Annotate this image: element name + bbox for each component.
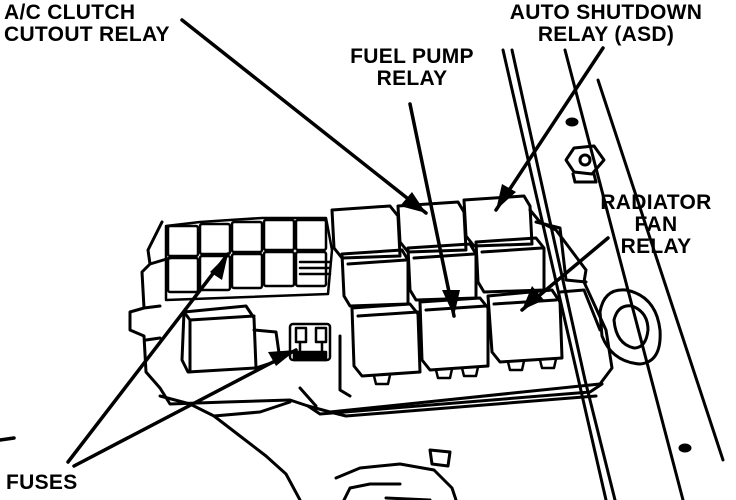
fuse — [230, 252, 264, 290]
callout-fuses: FUSES — [6, 472, 78, 494]
ac-clutch-leader — [180, 18, 428, 215]
callout-line: RADIATOR — [600, 191, 712, 214]
asd-leader — [494, 46, 605, 212]
callout-line: FAN — [634, 213, 678, 236]
fuse — [198, 254, 232, 292]
relay — [350, 302, 422, 378]
panel-hole — [565, 117, 579, 127]
arrowhead — [442, 290, 460, 316]
fuses-leader-2 — [72, 348, 298, 468]
arrowhead — [400, 192, 426, 213]
callout-line: AUTO SHUTDOWN — [509, 1, 703, 24]
callout-line: RELAY — [376, 67, 448, 90]
callout-line: FUSES — [6, 471, 78, 494]
relay-grid — [330, 194, 602, 386]
fuse — [198, 222, 232, 256]
arrowhead — [522, 286, 544, 310]
fuses-leader-1 — [66, 252, 230, 464]
callout-line: CUTOUT RELAY — [4, 23, 170, 46]
callout-auto-shutdown-relay: AUTO SHUTDOWN RELAY (ASD) — [498, 2, 714, 46]
arrowhead — [268, 350, 296, 366]
fuse-connector — [288, 322, 332, 362]
relay — [396, 200, 468, 254]
fuse — [230, 220, 264, 254]
panel-hole — [678, 443, 692, 453]
fuse — [262, 218, 296, 252]
fuse — [166, 224, 200, 258]
callout-radiator-fan-relay: RADIATOR FAN RELAY — [586, 192, 726, 258]
grommet — [598, 288, 662, 366]
callout-arrowheads — [210, 184, 544, 366]
callout-line: RELAY — [620, 235, 692, 258]
callout-line: A/C CLUTCH — [4, 1, 136, 24]
fuse-bank — [164, 216, 334, 302]
relay — [486, 288, 564, 364]
callout-line: FUEL PUMP — [350, 45, 474, 68]
arrowhead — [210, 254, 228, 280]
callout-line: RELAY (ASD) — [537, 23, 675, 46]
fuse — [166, 256, 200, 294]
fuse — [262, 250, 296, 288]
small-relay-left — [180, 304, 258, 374]
body-panel — [501, 48, 725, 500]
relay — [418, 296, 490, 372]
relay — [330, 204, 402, 260]
block-housing — [128, 208, 614, 418]
fuse — [294, 218, 328, 252]
relay — [462, 194, 534, 248]
callout-ac-clutch-cutout-relay: A/C CLUTCH CUTOUT RELAY — [4, 2, 170, 46]
mounting-nut — [564, 144, 606, 184]
callout-fuel-pump-relay: FUEL PUMP RELAY — [332, 46, 492, 90]
arrowhead — [496, 184, 516, 210]
fuel-pump-leader — [408, 102, 456, 318]
